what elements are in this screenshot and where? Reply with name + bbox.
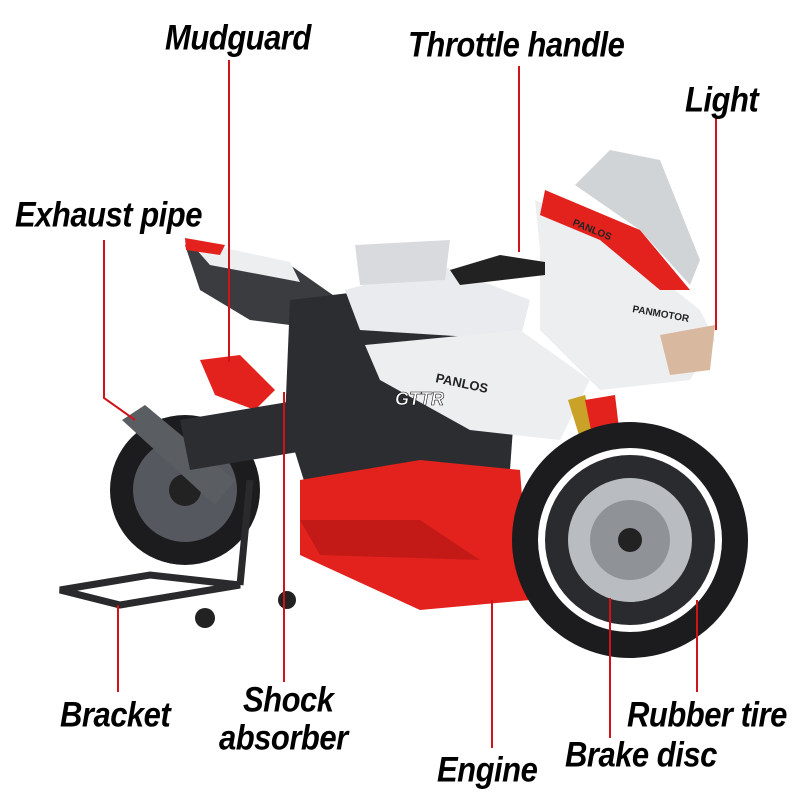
bracket-stand [59, 479, 254, 609]
front-wheel [512, 422, 748, 658]
windscreen [575, 150, 700, 285]
label-shock-line1: Shock [243, 679, 334, 720]
label-throttle-handle: Throttle handle [408, 24, 625, 65]
label-brake-disc: Brake disc [565, 734, 717, 775]
label-engine: Engine [437, 749, 538, 790]
headlight [660, 325, 715, 375]
label-exhaust-pipe: Exhaust pipe [15, 194, 202, 235]
fuel-tank [345, 265, 530, 340]
side-fairing [365, 330, 590, 440]
label-mudguard: Mudguard [165, 17, 311, 58]
label-rubber-tire: Rubber tire [627, 694, 787, 735]
tank-badge: GTTR [395, 389, 444, 409]
mudguard [200, 355, 275, 410]
exhaust-leader [103, 240, 136, 421]
label-shock-line2: absorber [219, 717, 348, 758]
label-light: Light [685, 79, 759, 120]
label-bracket: Bracket [60, 694, 171, 735]
exhaust-pipe [122, 405, 235, 505]
throttle-handle [450, 255, 545, 285]
leader-lines [103, 60, 717, 748]
